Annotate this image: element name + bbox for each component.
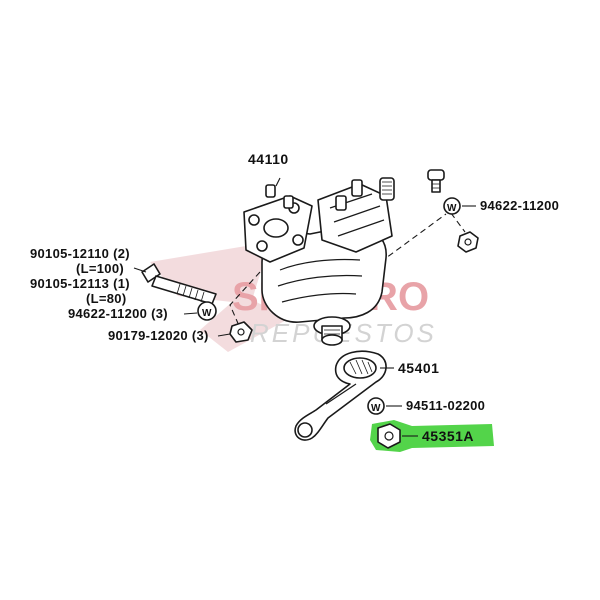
label-gear-box: 44110 xyxy=(248,151,289,167)
top-right-bolt xyxy=(427,169,445,193)
highlight-mark xyxy=(370,420,494,452)
label-nut-highlighted: 45351A xyxy=(422,428,474,444)
label-bolt-a-spec: (L=100) xyxy=(76,261,124,276)
washer-symbol-top-right: W xyxy=(447,203,457,214)
washer-top-right: W xyxy=(443,197,461,215)
label-washer-top-right: 94622-11200 xyxy=(480,198,559,213)
label-nut-left: 90179-12020 (3) xyxy=(108,328,209,343)
washer-left: W xyxy=(197,301,217,321)
nut-highlighted xyxy=(377,423,401,449)
steering-gear-box xyxy=(243,177,395,346)
label-washer-left: 94622-11200 (3) xyxy=(68,306,168,321)
washer-symbol-left: W xyxy=(202,308,212,319)
top-right-nut xyxy=(457,231,479,253)
label-bolt-a: 90105-12110 (2) xyxy=(30,246,130,261)
label-washer-arm: 94511-02200 xyxy=(406,398,485,413)
watermark-logo-shape xyxy=(150,242,290,352)
pitman-arm xyxy=(294,350,387,441)
label-bolt-b: 90105-12113 (1) xyxy=(30,276,130,291)
label-pitman-arm: 45401 xyxy=(398,360,439,376)
washer-symbol-arm: W xyxy=(371,403,381,414)
label-bolt-b-spec: (L=80) xyxy=(86,291,126,306)
washer-arm: W xyxy=(367,397,385,415)
